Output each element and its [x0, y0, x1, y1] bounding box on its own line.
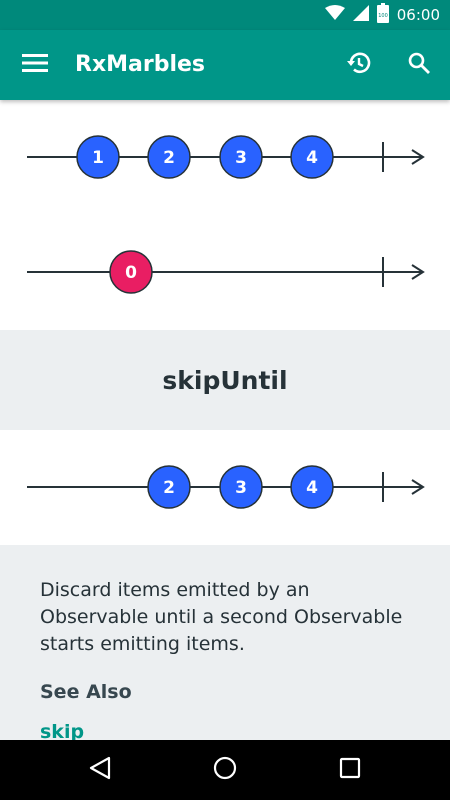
search-button[interactable]: [404, 50, 434, 80]
marble-label: 4: [306, 478, 318, 498]
description-section: Discard items emitted by an Observable u…: [0, 545, 450, 740]
recents-icon: [339, 757, 361, 783]
back-button[interactable]: [85, 755, 115, 785]
marble: 3: [219, 465, 263, 509]
marble: 2: [147, 465, 191, 509]
search-icon: [407, 51, 431, 79]
operator-description: Discard items emitted by an Observable u…: [40, 579, 403, 655]
operator-box: skipUntil: [0, 330, 450, 430]
marble[interactable]: 0: [109, 250, 153, 294]
operator-name: skipUntil: [162, 365, 288, 395]
marble[interactable]: 4: [290, 135, 334, 179]
marble-label: 2: [163, 148, 175, 168]
app-title: RxMarbles: [75, 52, 206, 77]
marble-label: 3: [235, 478, 247, 498]
app-bar: RxMarbles: [0, 30, 450, 100]
signal-icon: [352, 5, 369, 25]
source-timeline: 1 2 3 4: [0, 100, 450, 215]
status-icons: 100 06:00: [324, 0, 440, 30]
result-timeline: 2 3 4: [0, 430, 450, 545]
marble[interactable]: 3: [219, 135, 263, 179]
notifier-timeline: 0: [0, 215, 450, 330]
marble-label: 3: [235, 148, 247, 168]
status-time: 06:00: [396, 6, 440, 24]
navigation-bar: [0, 740, 450, 800]
marble-label: 0: [125, 263, 137, 283]
status-bar: 100 06:00: [0, 0, 450, 30]
recents-button[interactable]: [335, 755, 365, 785]
battery-icon: 100: [376, 3, 389, 27]
back-icon: [89, 756, 111, 784]
history-button[interactable]: [344, 50, 374, 80]
home-icon: [212, 755, 238, 785]
marble-label: 4: [306, 148, 318, 168]
marble: 4: [290, 465, 334, 509]
see-also-title: See Also: [40, 681, 132, 703]
marble-label: 2: [163, 478, 175, 498]
marble[interactable]: 1: [76, 135, 120, 179]
see-also-link-skip[interactable]: skip: [40, 721, 85, 740]
history-icon: [345, 49, 373, 81]
menu-button[interactable]: [20, 50, 50, 80]
home-button[interactable]: [210, 755, 240, 785]
marble[interactable]: 2: [147, 135, 191, 179]
battery-label: 100: [378, 13, 388, 19]
wifi-icon: [324, 5, 345, 25]
marble-label: 1: [92, 148, 104, 168]
menu-icon: [22, 53, 48, 77]
